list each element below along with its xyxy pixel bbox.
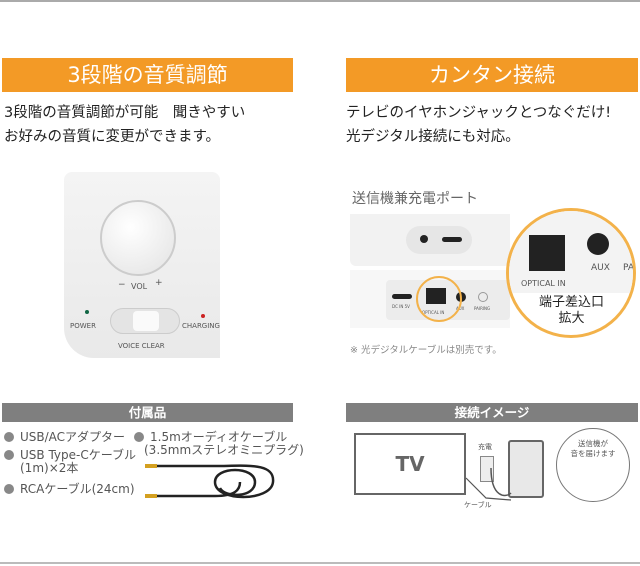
volume-knob (100, 200, 176, 276)
pa-label: PA (623, 263, 635, 273)
aux-small-label: AUX (456, 306, 465, 311)
top-divider (0, 0, 640, 2)
bullet-icon (4, 432, 14, 442)
aux-label: AUX (591, 263, 610, 273)
port-image: DC IN 5V OPTICAL IN AUX PAIRING (350, 214, 510, 334)
connection-header: 接続イメージ (346, 403, 638, 422)
desc-line: 光デジタル接続にも対応。 (346, 129, 520, 145)
power-label: POWER (70, 322, 96, 330)
voice-clear-label: VOICE CLEAR (118, 342, 165, 350)
speaker-icon (508, 440, 544, 498)
zoom-label: 拡大 (558, 311, 585, 326)
vol-label: VOL (131, 282, 148, 291)
desc-line: 3段階の音質調節が可能 聞きやすい (4, 105, 246, 121)
accessory-label: (3.5mmステレオミニプラグ) (144, 443, 304, 457)
note: ※ 光デジタルケーブルは別売です。 (350, 345, 502, 356)
optical-label: OPTICAL IN (521, 279, 566, 288)
cable-label: ケーブル (464, 501, 492, 509)
voice-clear-switch (110, 308, 180, 334)
pairing-label: PAIRING (474, 306, 491, 311)
sound-quality-description: 3段階の音質調節が可能 聞きやすい お好みの音質に変更ができます。 (4, 101, 245, 149)
vol-plus: + (155, 278, 163, 288)
zoom-label: 端子差込口 (538, 295, 604, 310)
transmitter-bubble: 送信機が 音を届けます (556, 428, 630, 502)
desc-line: テレビのイヤホンジャックとつなぐだけ! (346, 105, 612, 121)
red-led (201, 314, 205, 318)
outlet-icon (480, 456, 494, 482)
easy-connection-banner: カンタン接続 (346, 58, 638, 92)
desc-line: お好みの音質に変更ができます。 (4, 129, 221, 145)
accessories-header: 付属品 (2, 403, 293, 422)
accessory-item: USB/ACアダプター (4, 431, 125, 444)
bullet-icon (4, 450, 14, 460)
tv-icon: TV (354, 433, 466, 495)
zoomed-port-circle: AUX PA OPTICAL IN 端子差込口 拡大 (506, 208, 636, 338)
sound-quality-banner: 3段階の音質調節 (2, 58, 293, 92)
bullet-icon (4, 484, 14, 494)
vol-minus: − (118, 280, 126, 290)
audio-cable-image (145, 464, 275, 499)
tv-label: TV (395, 452, 425, 476)
bubble-text: 音を届けます (570, 449, 616, 458)
port-title: 送信機兼充電ポート (352, 191, 478, 207)
easy-connection-description: テレビのイヤホンジャックとつなぐだけ! 光デジタル接続にも対応。 (346, 101, 611, 149)
connection-diagram: TV 充電 ケーブル 送信機が 音を届けます (346, 428, 640, 528)
accessory-item: 1.5mオーディオケーブル(3.5mmステレオミニプラグ) (134, 431, 304, 457)
accessory-label: USB/ACアダプター (20, 430, 126, 444)
dc-in-label: DC IN 5V (392, 304, 410, 309)
accessory-label: (1m)×2本 (20, 461, 79, 475)
accessory-label: 1.5mオーディオケーブル (150, 430, 288, 444)
charging-label: CHARGING (182, 322, 220, 330)
bullet-icon (134, 432, 144, 442)
bubble-text: 送信機が (578, 439, 608, 448)
bottom-divider (0, 562, 640, 564)
power-led (85, 310, 89, 314)
accessory-label: RCAケーブル(24cm) (20, 482, 135, 496)
control-panel-image: − VOL + POWER CHARGING VOICE CLEAR (64, 172, 220, 358)
accessory-label: USB Type-Cケーブル (20, 448, 136, 462)
accessory-item: USB Type-Cケーブル(1m)×2本 (4, 449, 136, 475)
accessory-item: RCAケーブル(24cm) (4, 483, 135, 496)
charge-label: 充電 (478, 443, 492, 451)
